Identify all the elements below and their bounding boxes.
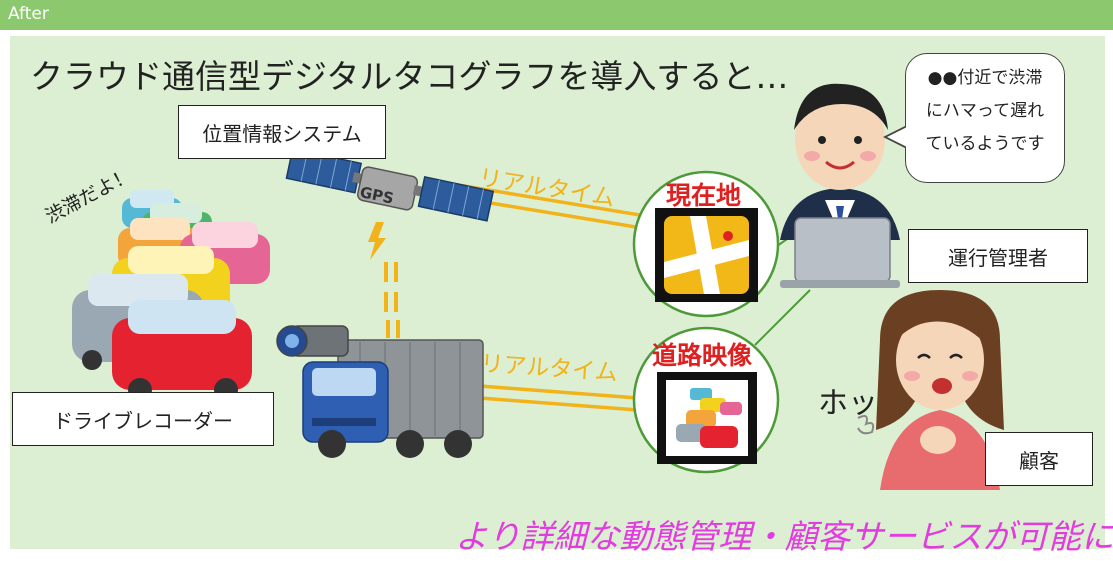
road-video-icon [657,372,757,464]
operator-box: 運行管理者 [908,229,1088,283]
map-icon [655,208,758,302]
realtime-link-bottom [479,384,639,412]
traffic-jam-cars [72,190,270,402]
satellite-icon [285,147,495,222]
gps-signal-dashes [384,262,400,338]
customer-illustration [857,290,1004,490]
camera-icon [276,325,349,357]
relief-text: ホッ [818,386,878,421]
location-label: 現在地 [666,181,742,210]
gps-system-box: 位置情報システム [178,105,386,159]
bubble-line-3: ているようです [925,134,1045,154]
bubble-tail-inner [887,127,907,147]
header-label: After [8,4,49,24]
video-label: 道路映像 [652,341,753,370]
footer-caption: より詳細な動態管理・顧客サービスが可能に [455,517,1113,556]
bubble-line-1: ●●付近で渋滞 [927,68,1043,88]
operator-illustration [780,83,900,288]
truck-icon [302,339,484,458]
header-bar: After [0,0,1113,30]
diagram-title: クラウド通信型デジタルタコグラフを導入すると… [30,57,789,96]
recorder-box: ドライブレコーダー [12,392,274,446]
bubble-line-2: にハマって遅れ [925,101,1045,121]
lightning-icon [368,222,386,260]
speech-bubble: ●●付近で渋滞 にハマって遅れ ているようです [905,53,1065,183]
customer-box: 顧客 [985,432,1093,486]
